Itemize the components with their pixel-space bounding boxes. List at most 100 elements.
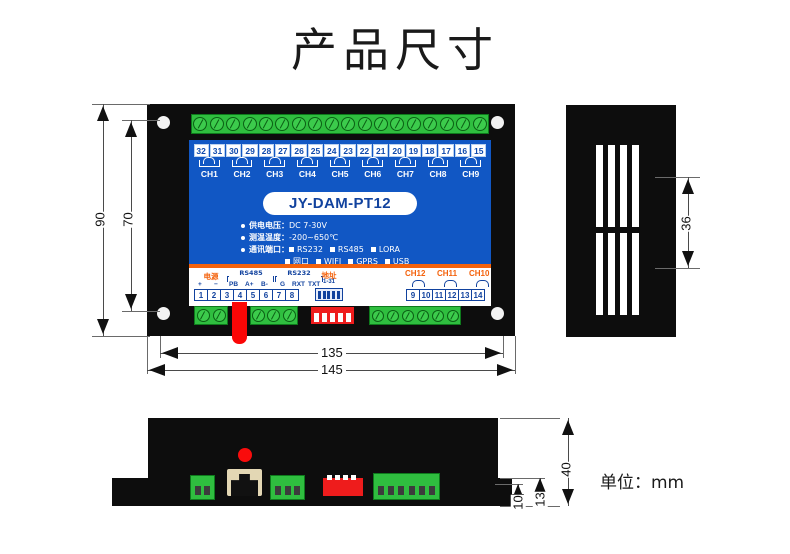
comm-option: WIFI bbox=[324, 257, 342, 266]
checkbox-icon bbox=[329, 247, 335, 252]
dimension-label-145: 145 bbox=[318, 362, 346, 377]
channel-name: CH7 bbox=[396, 169, 414, 179]
sensor-icon bbox=[432, 157, 445, 164]
bullet-icon bbox=[241, 235, 245, 240]
bottom-channel-number-row: 9 10 11 12 13 14 bbox=[406, 289, 485, 301]
channel-bracket-icon bbox=[296, 157, 318, 167]
channel-bracket-icon bbox=[198, 157, 220, 167]
vent-slot bbox=[632, 145, 639, 227]
extension-line bbox=[503, 336, 504, 358]
channel-group: CH6 bbox=[356, 157, 389, 184]
vent-slot bbox=[608, 145, 615, 227]
rs232-g-label: G bbox=[280, 281, 286, 288]
dip-switch-icon bbox=[315, 288, 343, 301]
extension-line bbox=[655, 177, 700, 178]
channel-group: CH1 bbox=[193, 157, 226, 184]
arrow-icon bbox=[97, 319, 109, 334]
spec-key: 供电电压： bbox=[249, 221, 289, 230]
front-view-body: 32 31 30 29 28 27 26 25 24 23 22 21 20 1… bbox=[147, 104, 515, 344]
vent-slot bbox=[596, 145, 603, 227]
orange-separator bbox=[189, 264, 491, 268]
checkbox-icon bbox=[348, 259, 354, 264]
checkbox-icon bbox=[316, 259, 321, 264]
bottom-connector-channels bbox=[373, 473, 440, 500]
bottom-dip-switch bbox=[323, 475, 363, 496]
page-title: 产品尺寸 bbox=[291, 23, 499, 77]
screw-terminal bbox=[446, 309, 459, 322]
screw-terminal bbox=[258, 117, 273, 131]
pcb-white-band: 电源 + − RS485 PB A+ B- RS232 G RXT TXT 1 … bbox=[189, 264, 491, 306]
channel-bracket-icon bbox=[362, 157, 384, 167]
rs232-tx-label: TXT bbox=[308, 281, 321, 288]
screw-terminal bbox=[226, 117, 241, 131]
sensor-icon bbox=[366, 157, 379, 164]
channel-name: CH6 bbox=[364, 169, 382, 179]
rj45-ethernet-port bbox=[227, 469, 262, 496]
comm-option: RS232 bbox=[297, 245, 323, 254]
channel-number: 25 bbox=[307, 144, 324, 157]
rs485-group-label: RS485 bbox=[229, 269, 273, 277]
extension-line bbox=[92, 104, 150, 105]
channel-name: CH4 bbox=[298, 169, 316, 179]
spec-row-voltage: 供电电压：DC 7-30V bbox=[241, 220, 400, 232]
terminal-number: 12 bbox=[445, 289, 459, 301]
arrow-icon bbox=[682, 251, 694, 266]
terminal-number: 10 bbox=[419, 289, 433, 301]
screw-terminal bbox=[374, 117, 389, 131]
terminal-number: 2 bbox=[207, 289, 221, 301]
dimension-label-36: 36 bbox=[678, 215, 694, 232]
screw-terminal bbox=[423, 117, 438, 131]
front-dip-switch bbox=[311, 307, 354, 324]
checkbox-icon bbox=[285, 259, 290, 264]
screw-terminal bbox=[357, 117, 372, 131]
spec-row-temperature: 测温温度：-200~650℃ bbox=[241, 232, 400, 244]
extension-line bbox=[147, 336, 148, 374]
sensor-icon bbox=[399, 157, 412, 164]
screw-terminal bbox=[456, 117, 471, 131]
serial-terminal-block bbox=[250, 306, 298, 325]
screw-terminal bbox=[242, 117, 257, 131]
channel-name: CH5 bbox=[331, 169, 349, 179]
spec-value: DC 7-30V bbox=[289, 221, 327, 230]
screw-terminal bbox=[282, 309, 296, 322]
channel-label-row: CH1 CH2 CH3 CH4 CH5 CH6 bbox=[193, 157, 487, 184]
arrow-icon bbox=[497, 364, 513, 376]
mounting-hole-top-left bbox=[157, 116, 170, 129]
extension-line bbox=[122, 120, 160, 121]
sensor-icon bbox=[464, 157, 477, 164]
bottom-connector-power bbox=[190, 475, 215, 500]
channel-group: CH7 bbox=[389, 157, 422, 184]
checkbox-icon bbox=[289, 247, 294, 252]
comm-option: USB bbox=[392, 257, 410, 266]
terminal-number: 5 bbox=[246, 289, 260, 301]
dimension-label-135: 135 bbox=[318, 345, 346, 360]
extension-line bbox=[495, 484, 523, 485]
rs485-pb-label: PB bbox=[229, 281, 239, 288]
channel-number: 27 bbox=[275, 144, 291, 157]
screw-terminal bbox=[212, 309, 226, 322]
comm-option: RS485 bbox=[337, 245, 364, 254]
extension-line bbox=[500, 506, 560, 507]
power-terminal-block bbox=[194, 306, 228, 325]
screw-terminal bbox=[341, 117, 356, 131]
arrow-icon bbox=[97, 106, 109, 121]
screw-terminal bbox=[324, 117, 339, 131]
rs232-group-label: RS232 bbox=[277, 269, 321, 277]
extension-line bbox=[500, 418, 560, 419]
dimension-label-70: 70 bbox=[120, 211, 136, 228]
extension-line bbox=[160, 336, 161, 358]
channel-bracket-icon bbox=[394, 157, 416, 167]
channel-name: CH3 bbox=[266, 169, 284, 179]
channel-group: CH2 bbox=[226, 157, 259, 184]
arrow-icon bbox=[162, 347, 178, 359]
channel-number: 30 bbox=[226, 144, 242, 157]
channel-group: CH3 bbox=[258, 157, 291, 184]
channel-bracket-icon bbox=[231, 157, 253, 167]
power-minus-label: − bbox=[214, 281, 218, 288]
channel-bracket-icon bbox=[329, 157, 351, 167]
extension-line bbox=[92, 336, 150, 337]
vent-slot bbox=[596, 233, 603, 315]
vent-slot bbox=[620, 233, 627, 315]
